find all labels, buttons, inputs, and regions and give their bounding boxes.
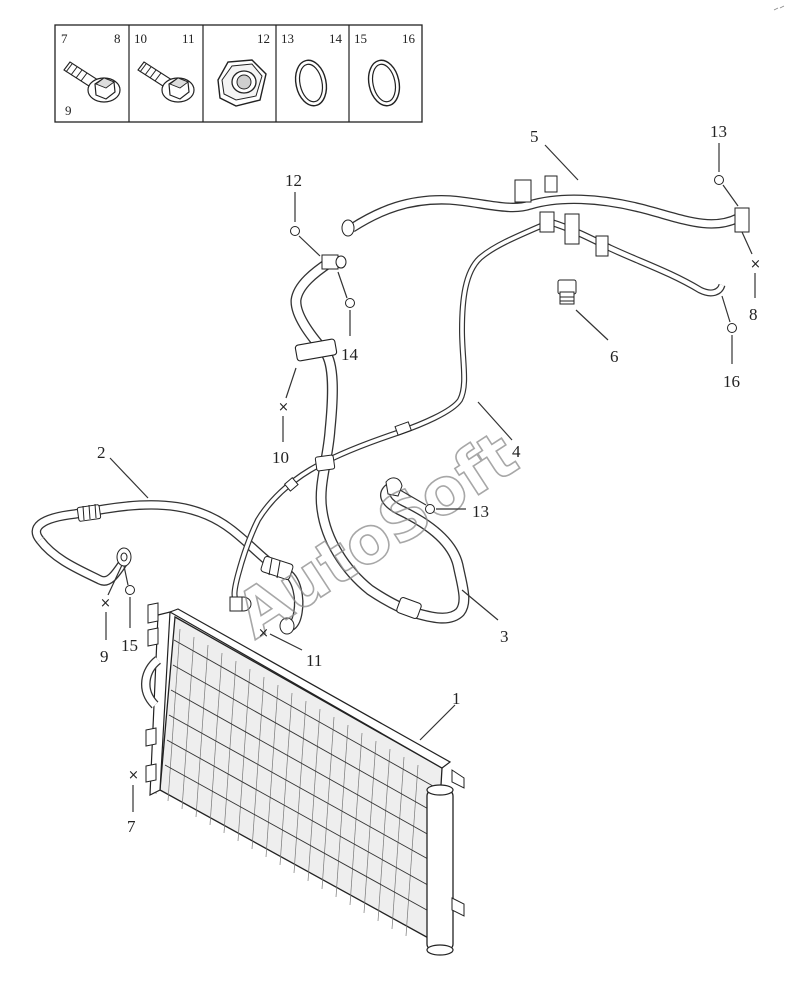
- pipe-4: [229, 219, 552, 612]
- x-marker-icon: ×: [278, 400, 289, 415]
- legend-label-14: 14: [329, 31, 343, 46]
- legend-label-10: 10: [134, 31, 147, 46]
- o-ring-marker-icon: [125, 585, 135, 595]
- o-ring-marker-icon: [425, 504, 435, 514]
- x-marker-icon: ×: [750, 257, 761, 272]
- hex-nut-icon: [217, 59, 267, 107]
- callout-14: 14: [341, 345, 359, 364]
- bolt-icon: [137, 61, 195, 103]
- o-ring-marker-icon: [727, 323, 737, 333]
- callout-2: 2: [97, 443, 106, 462]
- o-ring-marker-icon: [714, 175, 724, 185]
- x-marker-icon: ×: [128, 768, 139, 783]
- callout-13-top: 13: [710, 122, 727, 141]
- x-marker-icon: ×: [100, 596, 111, 611]
- callout-6: 6: [610, 347, 619, 366]
- legend-label-7: 7: [61, 31, 68, 46]
- o-ring-marker-icon: [345, 298, 355, 308]
- legend-label-15: 15: [354, 31, 367, 46]
- pipe-3: [260, 254, 470, 624]
- callout-16: 16: [723, 372, 740, 391]
- legend-label-12: 12: [257, 31, 270, 46]
- callout-12: 12: [285, 171, 302, 190]
- o-ring-icon: [294, 59, 328, 107]
- callout-13-mid: 13: [472, 502, 489, 521]
- callout-7: 7: [127, 817, 136, 836]
- o-ring-marker-icon: [290, 226, 300, 236]
- callout-8: 8: [749, 305, 758, 324]
- legend-label-11: 11: [182, 31, 195, 46]
- condenser: [141, 602, 465, 956]
- pipe-5: [341, 175, 750, 297]
- callout-10: 10: [272, 448, 289, 467]
- callout-5: 5: [530, 127, 539, 146]
- callout-11: 11: [306, 651, 322, 670]
- callout-15: 15: [121, 636, 138, 655]
- callout-3: 3: [500, 627, 509, 646]
- pipe-2: [31, 500, 304, 635]
- callout-9: 9: [100, 647, 109, 666]
- fastener-legend: 7 8 9 10 11 12 13 14 15 16: [54, 24, 423, 123]
- callouts: 1 2 3 4 5 6 × 7 × 8 × 9 × 10 ×: [97, 122, 761, 836]
- legend-label-13: 13: [281, 31, 294, 46]
- callout-4: 4: [512, 442, 521, 461]
- watermark: AutoSoft: [223, 418, 530, 653]
- x-marker-icon: ×: [258, 626, 269, 641]
- o-ring-icon: [367, 59, 401, 107]
- legend-label-9: 9: [65, 103, 72, 118]
- legend-label-16: 16: [402, 31, 416, 46]
- pressure-switch: [557, 279, 577, 305]
- legend-label-8: 8: [114, 31, 121, 46]
- callout-1: 1: [452, 689, 461, 708]
- bolt-icon: [63, 61, 121, 103]
